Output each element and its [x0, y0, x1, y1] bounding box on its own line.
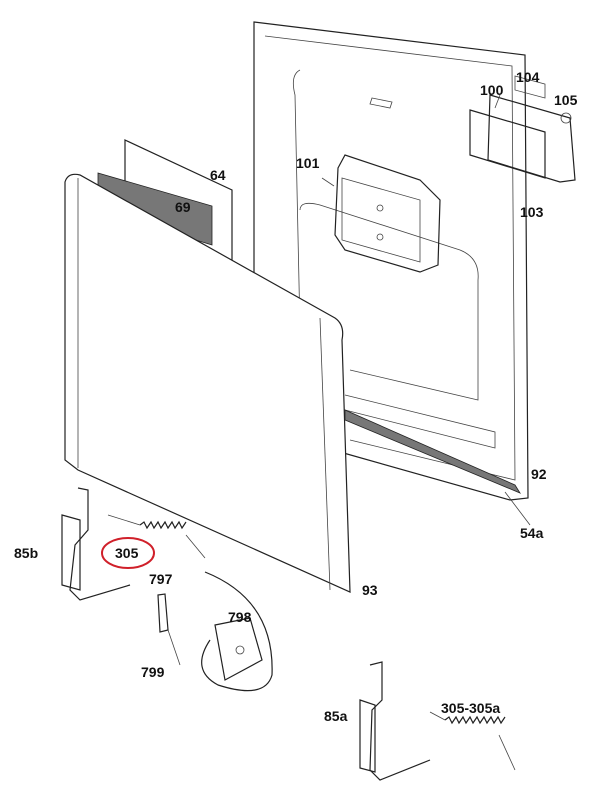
door-gasket [344, 409, 531, 526]
dispenser-housing [321, 154, 441, 273]
label-104: 104 [516, 69, 540, 85]
label-305: 305 [115, 545, 139, 561]
label-93: 93 [362, 582, 378, 598]
label-69: 69 [175, 199, 191, 215]
label-799: 799 [141, 664, 165, 680]
label-100: 100 [480, 82, 504, 98]
hinge-right [359, 661, 431, 781]
door-spring-right [429, 711, 516, 771]
label-103: 103 [520, 204, 544, 220]
control-module [469, 75, 576, 183]
hinge-left [61, 487, 131, 601]
label-92: 92 [531, 466, 547, 482]
label-101: 101 [296, 155, 320, 171]
cable-pulley-assembly [157, 571, 273, 692]
outer-door-panel [64, 173, 351, 593]
highlight-circle [101, 537, 155, 569]
label-105: 105 [554, 92, 578, 108]
label-85b: 85b [14, 545, 38, 561]
label-85a: 85a [324, 708, 348, 724]
label-305-305a: 305-305a [441, 700, 500, 716]
label-797: 797 [149, 571, 173, 587]
label-798: 798 [228, 609, 252, 625]
label-54a: 54a [520, 525, 544, 541]
door-spring [101, 514, 206, 569]
label-64: 64 [210, 167, 226, 183]
